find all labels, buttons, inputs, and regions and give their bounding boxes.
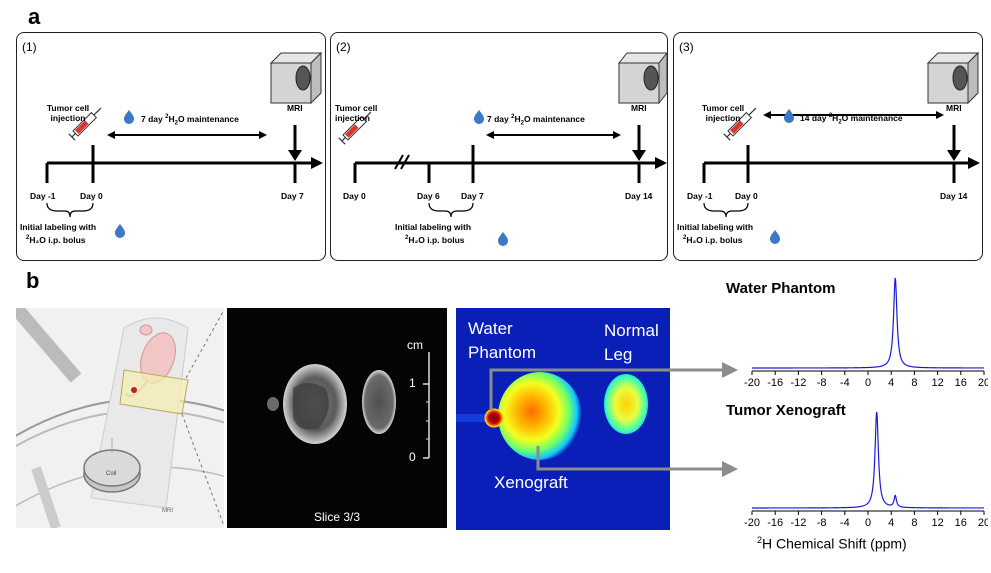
syringe-icon	[68, 107, 102, 141]
labeling-label-line2: 2H₂O i.p. bolus	[683, 234, 743, 245]
labeling-label-line1: Initial labeling with	[20, 222, 97, 232]
x-tick-label: 20	[978, 517, 988, 529]
normal-leg-region	[604, 374, 648, 434]
panel-b-label: b	[26, 268, 40, 293]
water-phantom-region	[484, 408, 504, 428]
water-phantom-spectrum: -20 -16 -12 -8 -4 0 4 8 12 16 20	[744, 277, 988, 389]
timeline-1-panel: (1)	[16, 32, 326, 261]
labeling-label-line2: 2H₂O i.p. bolus	[26, 234, 86, 245]
water-drop-icon	[115, 224, 125, 238]
xenograft-label: Xenograft	[494, 473, 568, 492]
coil-label: Coil	[106, 471, 117, 477]
panel-a-label: a	[28, 4, 41, 29]
x-tick-label: 8	[911, 517, 917, 529]
day-label: Day 0	[735, 191, 758, 201]
x-tick-label: 8	[911, 377, 917, 389]
day-label: Day -1	[30, 191, 56, 201]
water-drop-icon	[784, 109, 794, 123]
day-label: Day 7	[461, 191, 484, 201]
water-drop-icon	[498, 232, 508, 246]
x-tick-label: 0	[865, 377, 871, 389]
mri-slice-drawing	[267, 352, 430, 459]
water-phantom-label: Water Phantom	[468, 319, 537, 362]
mri-label: MRI	[946, 103, 962, 113]
spectrum-title: Water Phantom	[726, 280, 836, 297]
x-tick-label: -20	[744, 377, 760, 389]
day-label: Day 14	[940, 191, 968, 201]
timeline-3-panel: (3) Tumor cell injection 14 day 2H2O mai…	[673, 32, 983, 261]
timeline-index: (3)	[679, 40, 694, 54]
spectrum-line	[752, 277, 984, 369]
x-tick-label: 16	[955, 377, 967, 389]
spectrum-x-axis-label: 2H Chemical Shift (ppm)	[757, 535, 907, 552]
labeling-label-line1: Initial labeling with	[395, 222, 472, 232]
day-label: Day 0	[343, 191, 366, 201]
day-label: Day 14	[625, 191, 653, 201]
x-tick-label: -8	[817, 517, 827, 529]
connector-arrows	[489, 362, 738, 477]
timeline-3-graphic	[702, 51, 980, 244]
x-tick-label: 16	[955, 517, 967, 529]
timeline-index: (1)	[22, 40, 37, 54]
x-tick-label: 12	[931, 377, 943, 389]
x-tick-label: 12	[931, 517, 943, 529]
day-label: Day 0	[80, 191, 103, 201]
x-tick-label: 20	[978, 377, 988, 389]
syringe-icon	[338, 111, 372, 145]
mri-label: MRI	[631, 103, 647, 113]
x-tick-label: -16	[767, 377, 783, 389]
x-tick-label: -12	[790, 517, 806, 529]
water-drop-icon	[474, 110, 484, 124]
injection-label: Tumor cell injection	[701, 103, 745, 123]
x-tick-label: 0	[865, 517, 871, 529]
labeling-label-line2: 2H₂O i.p. bolus	[405, 234, 465, 245]
syringe-icon	[723, 107, 757, 141]
mouse-in-coil-drawing	[16, 308, 224, 528]
x-tick-label: -4	[840, 377, 850, 389]
day-label: Day -1	[687, 191, 713, 201]
mri-setup-illustration: Coil MRI	[16, 308, 224, 528]
leg-region	[362, 370, 396, 434]
water-drop-icon	[124, 110, 134, 124]
normal-leg-label: Normal Leg	[604, 321, 659, 364]
deuterium-color-map: Water Phantom Normal Leg Xenograft	[456, 308, 670, 530]
xenograft-region	[498, 372, 582, 460]
labeling-label-line1: Initial labeling with	[677, 222, 754, 232]
scale-unit-label: cm	[407, 338, 423, 352]
timeline-index: (2)	[336, 40, 351, 54]
color-map-drawing	[456, 372, 648, 460]
day-label: Day 7	[281, 191, 304, 201]
injection-label: Tumor cell injection	[335, 103, 378, 123]
x-tick-label: -20	[744, 517, 760, 529]
x-tick-label: 4	[888, 377, 894, 389]
mri-anatomical-image: cm 1 0 Slice 3/3	[227, 308, 447, 528]
mri-label: MRI	[287, 103, 303, 113]
mri-scanner-icon	[926, 51, 980, 105]
x-tick-label: -12	[790, 377, 806, 389]
slice-label: Slice 3/3	[313, 510, 361, 524]
x-tick-label: -16	[767, 517, 783, 529]
spectrum-line	[752, 411, 984, 509]
timeline-2-graphic	[338, 51, 669, 246]
maintenance-label: 7 day 2H2O maintenance	[141, 113, 239, 127]
day-label: Day 6	[417, 191, 440, 201]
scale-tick-label: 0	[409, 450, 416, 464]
scale-tick-label: 1	[409, 376, 416, 390]
x-tick-label: -4	[840, 517, 850, 529]
maintenance-label: 7 day 2H2O maintenance	[487, 113, 585, 127]
mri-scanner-icon	[617, 51, 669, 105]
timeline-2-panel: (2) Tumor cell injection	[330, 32, 669, 261]
maintenance-label: 14 day 2H2O maintenance	[800, 112, 903, 126]
injection-label: Tumor cell injection	[46, 103, 90, 123]
timeline-1-graphic	[45, 51, 323, 238]
x-tick-label: -8	[817, 377, 827, 389]
x-tick-label: 4	[888, 517, 894, 529]
water-drop-icon	[770, 230, 780, 244]
spectrum-title: Tumor Xenograft	[726, 402, 846, 419]
tumor-xenograft-spectrum: -20 -16 -12 -8 -4 0 4 8 12 16 20	[744, 411, 988, 529]
mri-scanner-icon	[269, 51, 323, 105]
mri-label: MRI	[162, 508, 173, 514]
